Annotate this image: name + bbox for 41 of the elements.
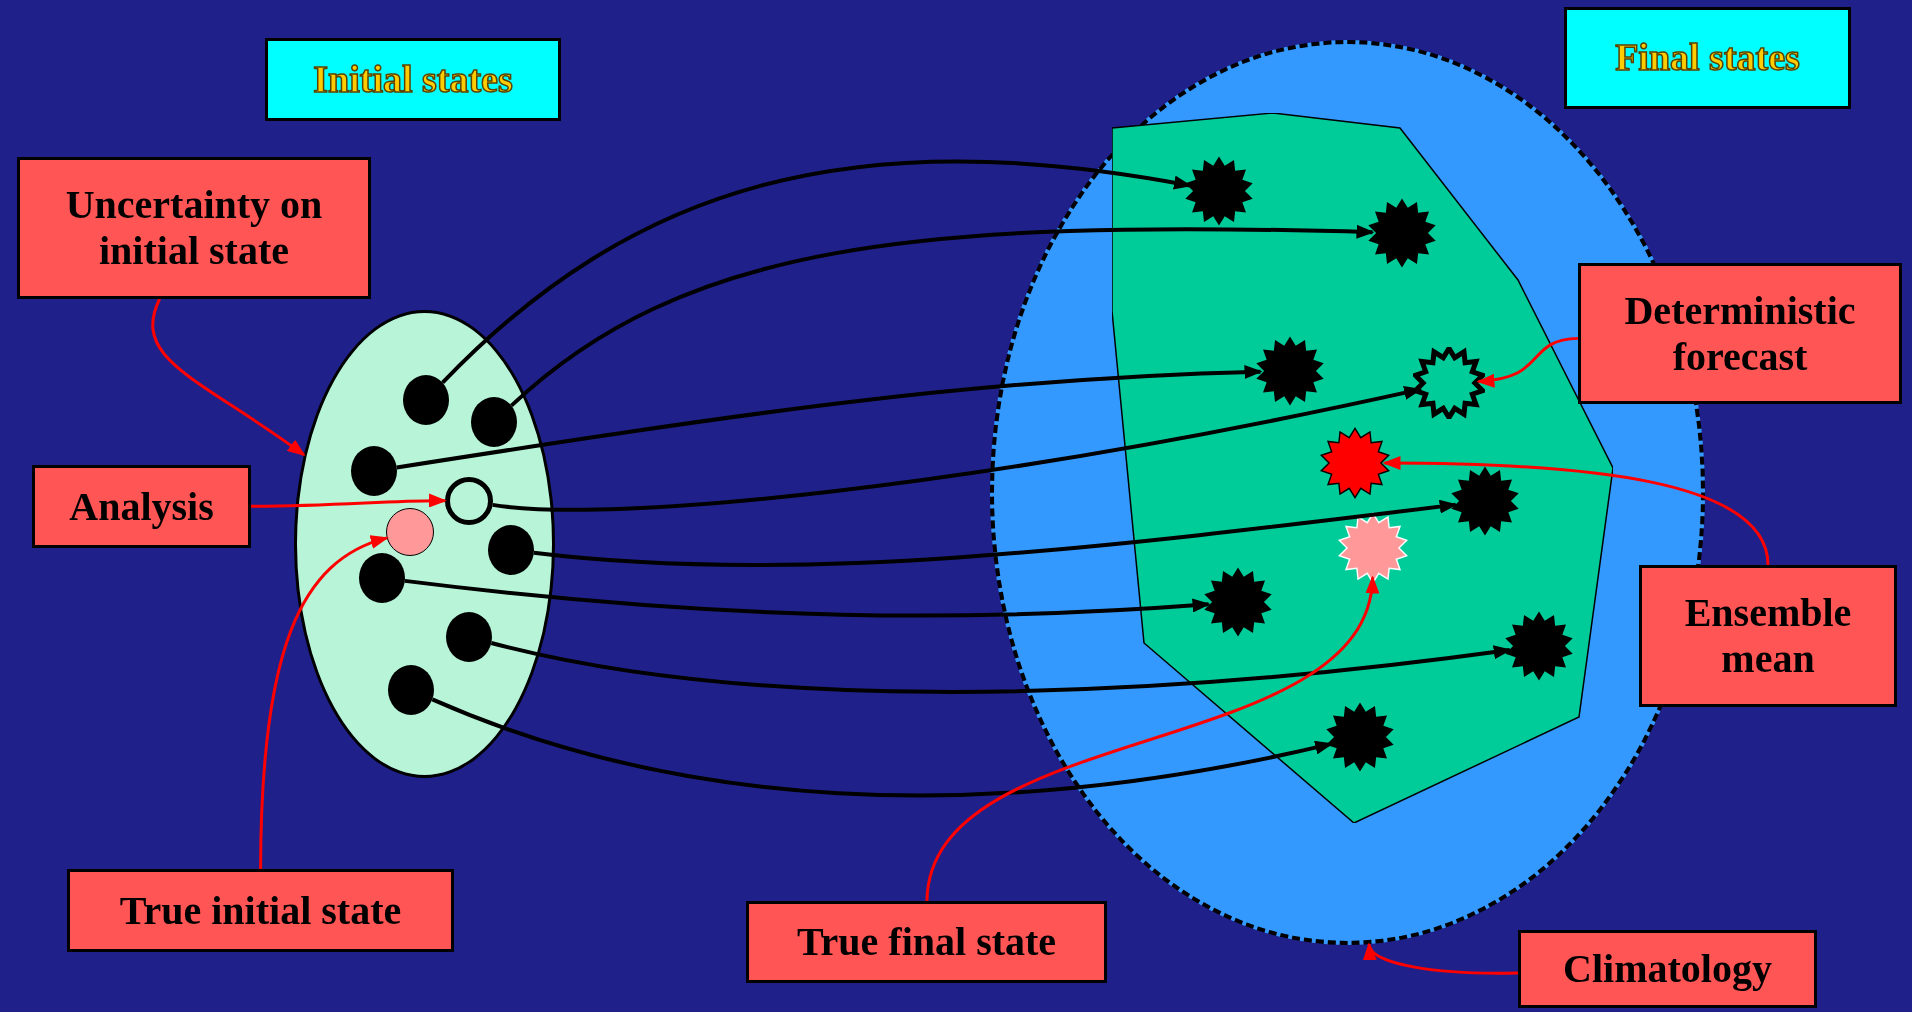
callout-label: Climatology [1518,930,1817,1008]
arrow [533,499,1458,568]
arrow [259,536,389,870]
arrow [510,224,1375,408]
arrow [431,697,1334,798]
forecast-star [1254,335,1326,407]
state-dot [359,553,405,603]
callout-label: Deterministic forecast [1578,263,1902,404]
arrow [151,298,306,456]
heading-label: Initial states [265,38,561,121]
heading-label: Final states [1564,7,1851,109]
callout-label: True final state [746,901,1107,983]
callout-label: Uncertainty on initial state [17,157,371,299]
callout-label: True initial state [67,869,454,952]
forecast-star [1319,427,1391,499]
state-dot [471,397,517,447]
arrow [396,365,1263,470]
state-dot [403,375,449,425]
arrow [492,385,1423,512]
forecast-star [1366,197,1438,269]
callout-label: Analysis [32,465,251,548]
forecast-star [1503,610,1575,682]
callout-label: Ensemble mean [1639,565,1897,707]
analysis-circle [445,477,493,525]
arrow [441,159,1192,385]
state-dot [386,508,434,556]
state-dot [488,525,534,575]
forecast-star [1449,465,1521,537]
forecast-star [1202,566,1274,638]
state-dot [388,665,434,715]
arrow [490,641,1512,694]
arrow [1476,336,1579,387]
forecast-star [1324,701,1396,773]
state-dot [351,446,397,496]
arrow [251,493,447,508]
arrow [404,578,1211,618]
state-dot [446,612,492,662]
forecast-star [1413,347,1485,419]
arrow [925,575,1376,902]
forecast-star [1183,155,1255,227]
arrow [1382,456,1770,566]
